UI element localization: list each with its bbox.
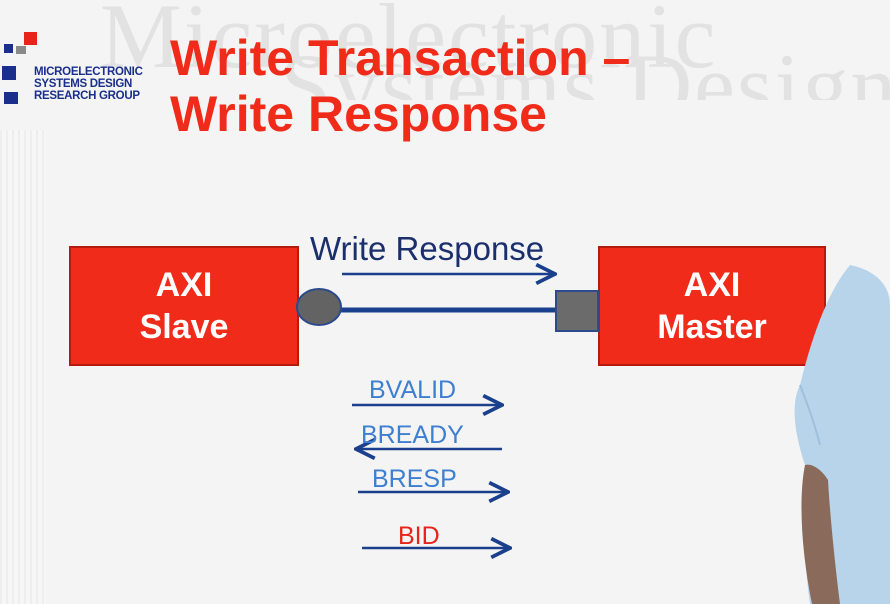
logo-squares-icon — [2, 30, 37, 110]
research-group-logo: MICROELECTRONIC SYSTEMS DESIGN RESEARCH … — [2, 30, 152, 110]
logo-square-blue-small — [4, 44, 13, 53]
logo-line-2: SYSTEMS DESIGN — [34, 78, 133, 90]
logo-chip-icon — [2, 66, 16, 80]
slave-port-circle — [296, 288, 342, 326]
decorative-strip — [0, 130, 46, 604]
slide-title: Write Transaction – Write Response — [170, 30, 630, 142]
logo-square-grey — [16, 46, 26, 54]
logo-line-1: MICROELECTRONIC — [34, 66, 143, 78]
watermark-text: Microelectronic Systems Design — [100, 0, 890, 100]
slave-label-line1: AXI — [155, 266, 213, 304]
presenter-image — [794, 265, 890, 604]
presenter-shirt-fold — [799, 384, 821, 446]
master-label-line2: Master — [657, 308, 767, 346]
logo-square-blue — [4, 92, 18, 104]
presenter-arm — [801, 464, 840, 604]
axi-slave-box: AXI Slave — [69, 246, 299, 366]
logo-text: MICROELECTRONIC SYSTEMS DESIGN RESEARCH … — [34, 66, 143, 102]
watermark-line1: Microelectronic — [100, 0, 718, 87]
slide-title-line1: Write Transaction – — [170, 30, 631, 86]
signal-bvalid: BVALID — [369, 376, 457, 404]
master-port-square — [555, 290, 599, 332]
write-response-channel-label: Write Response — [310, 230, 545, 267]
logo-line-3: RESEARCH GROUP — [34, 90, 140, 102]
master-label-line1: AXI — [683, 266, 741, 304]
slide-title-line2: Write Response — [170, 86, 547, 142]
slave-label-line2: Slave — [139, 308, 229, 346]
signal-bready: BREADY — [361, 421, 464, 449]
signal-bid: BID — [398, 522, 440, 550]
logo-square-red — [24, 32, 37, 45]
watermark-line2: Systems Design — [280, 35, 890, 100]
signal-bresp: BRESP — [372, 465, 457, 493]
axi-master-box: AXI Master — [598, 246, 826, 366]
